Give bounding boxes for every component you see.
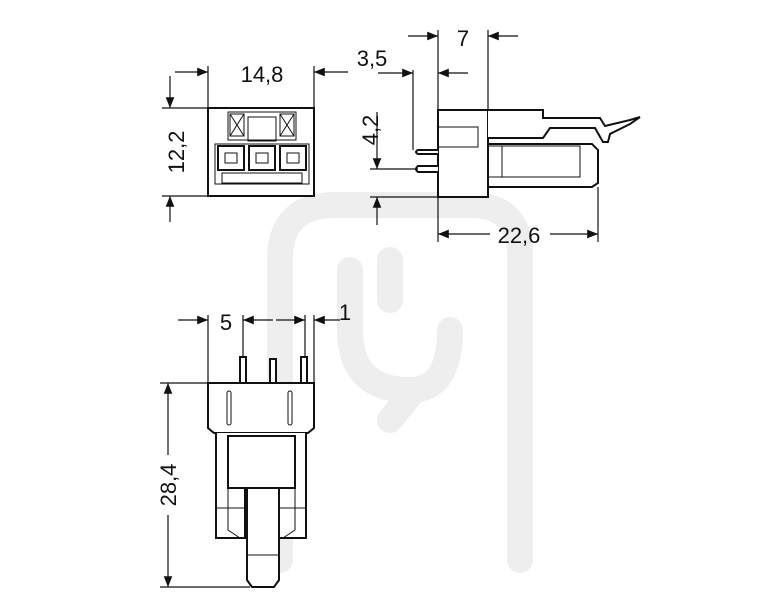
dimension-height: 12,2: [164, 131, 189, 174]
dimension-pin-edge: 1: [339, 300, 351, 325]
contact-slots: [217, 145, 307, 171]
side-view: 7 3,5 4,2 22,6: [357, 26, 641, 248]
dimension-width: 14,8: [241, 62, 284, 87]
bottom-view: 5 1 28,4: [156, 300, 351, 588]
dimension-depth-top: 7: [457, 26, 469, 51]
dimension-pin-height: 4,2: [358, 115, 383, 146]
front-view: 14,8 12,2: [162, 62, 348, 222]
dimension-overall-length: 28,4: [156, 464, 181, 507]
dimension-pitch: 5: [220, 310, 232, 335]
watermark-logo: [267, 192, 533, 573]
dimension-length: 22,6: [498, 223, 541, 248]
dimension-pin-offset: 3,5: [357, 46, 388, 71]
